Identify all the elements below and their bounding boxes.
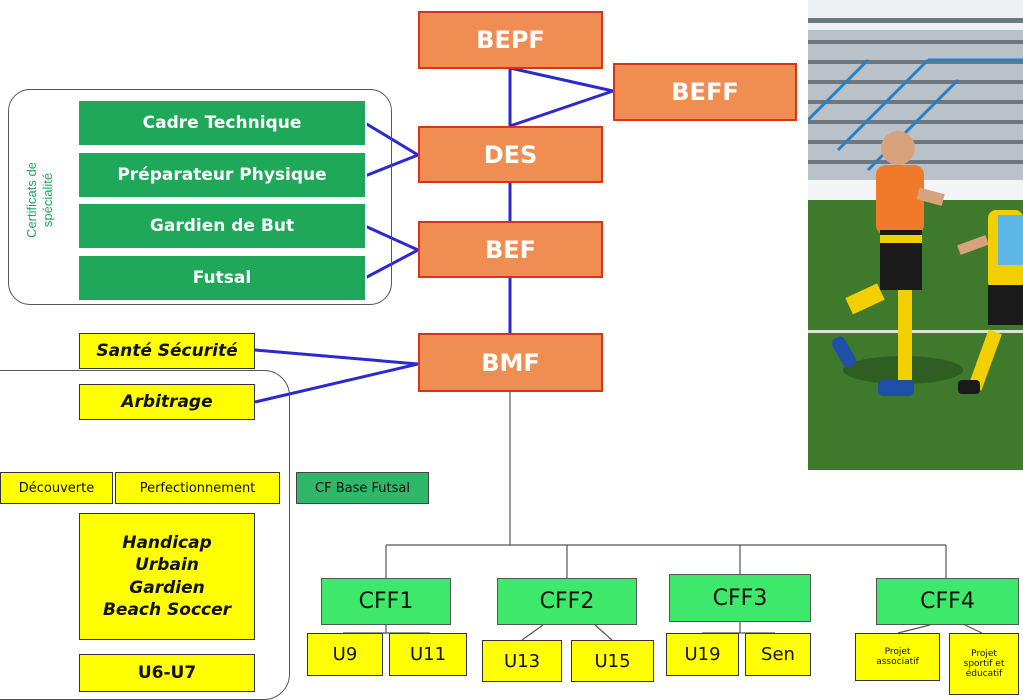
specialite-beach-soccer: Beach Soccer <box>102 599 232 620</box>
bepf-box: BEPF <box>418 11 603 69</box>
module-cf-base-futsal: CF Base Futsal <box>296 472 429 504</box>
tree-cff2-u13 <box>521 624 544 641</box>
specialite-gardien: Gardien <box>129 577 205 598</box>
link-bepf-beff <box>509 66 614 93</box>
cert-gardien-de-but: Gardien de But <box>77 202 367 250</box>
beff-box: BEFF <box>613 63 797 121</box>
cff2-u13: U13 <box>482 640 562 682</box>
link-des-beff <box>509 89 614 128</box>
tree-cff4-right <box>964 624 983 634</box>
module-specialites: Handicap Urbain Gardien Beach Soccer <box>79 513 255 640</box>
cert-cadre-technique: Cadre Technique <box>77 99 367 147</box>
module-u6-u7: U6-U7 <box>79 654 255 692</box>
cff4-box: CFF4 <box>876 578 1019 625</box>
cff1-u9: U9 <box>307 633 383 676</box>
cff2-u15: U15 <box>571 640 654 682</box>
certificats-frame <box>8 89 392 305</box>
cff4-projet-sportif: Projet sportif et éducatif <box>949 633 1019 695</box>
bef-box: BEF <box>418 221 603 278</box>
cff4-projet-associatif: Projet associatif <box>855 633 940 681</box>
cert-preparateur-physique: Préparateur Physique <box>77 151 367 199</box>
bmf-box: BMF <box>418 333 603 392</box>
tree-cff4-left <box>897 624 931 634</box>
des-box: DES <box>418 126 603 183</box>
cff3-sen: Sen <box>745 633 811 676</box>
cff1-u11: U11 <box>389 633 467 676</box>
football-training-photo <box>808 0 1023 470</box>
cff1-box: CFF1 <box>321 578 451 625</box>
cff2-box: CFF2 <box>497 578 637 625</box>
cff3-box: CFF3 <box>669 574 811 622</box>
link-sante-bmf <box>254 348 419 366</box>
specialite-handicap: Handicap <box>122 533 212 554</box>
cff3-u19: U19 <box>666 633 739 676</box>
module-perfectionnement: Perfectionnement <box>115 472 280 504</box>
module-arbitrage: Arbitrage <box>79 384 255 420</box>
module-decouverte: Découverte <box>0 472 113 504</box>
tree-cff2-u15 <box>594 624 613 641</box>
specialite-urbain: Urbain <box>135 555 199 576</box>
cert-futsal: Futsal <box>77 254 367 302</box>
module-sante-securite: Santé Sécurité <box>79 333 255 369</box>
